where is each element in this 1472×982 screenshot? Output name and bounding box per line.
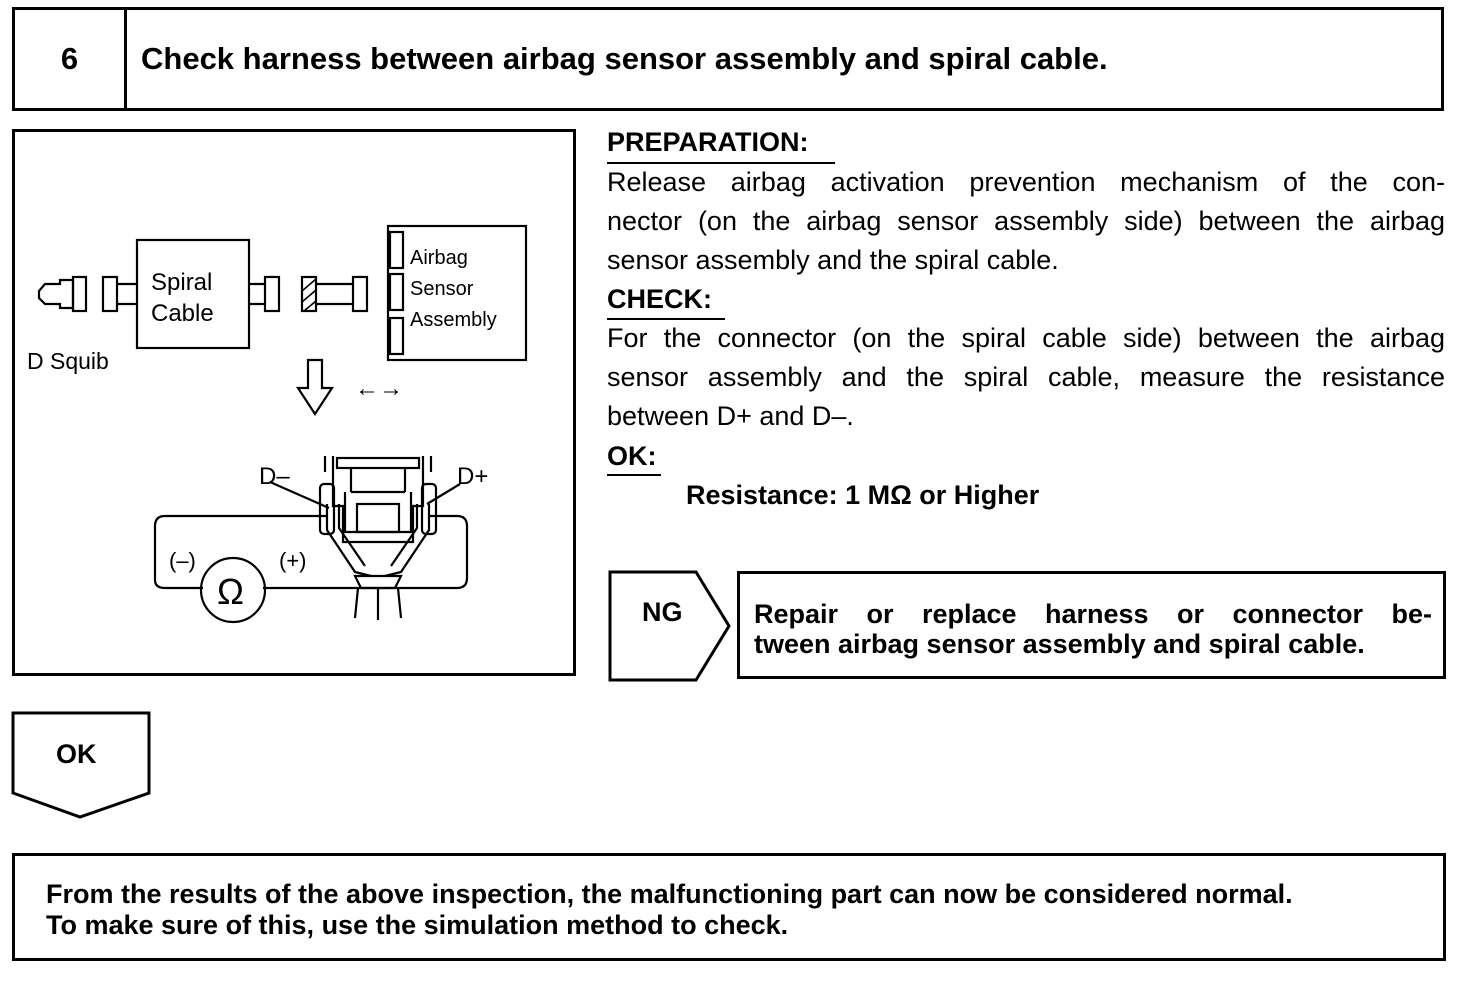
d-minus-label: D– bbox=[259, 463, 290, 490]
ok-heading: OK: bbox=[607, 441, 657, 471]
preparation-underline bbox=[607, 162, 835, 164]
ng-action-box: Repair or replace harness or connector b… bbox=[737, 571, 1446, 679]
spiral-cable-box bbox=[135, 238, 251, 350]
d-squib-label: D Squib bbox=[27, 348, 109, 374]
ok-branch-shape bbox=[11, 711, 151, 819]
ohm-symbol: Ω bbox=[217, 571, 244, 612]
step-number: 6 bbox=[15, 10, 127, 108]
ng-action-line2: tween airbag sensor assembly and spiral … bbox=[754, 629, 1365, 659]
ohmmeter-icon bbox=[199, 556, 267, 624]
connector-diagram: Spiral Cable D Squib Airbag Sensor Assem… bbox=[27, 224, 528, 624]
ng-arrow-shape bbox=[608, 570, 731, 682]
conclusion-box: From the results of the above inspection… bbox=[12, 853, 1446, 961]
d-plus-label: D+ bbox=[457, 463, 488, 490]
check-underline bbox=[607, 318, 725, 320]
airbag-label-3: Assembly bbox=[410, 309, 497, 331]
plus-label: (+) bbox=[279, 548, 307, 573]
d-squib-connector-icon bbox=[37, 278, 75, 310]
ok-underline bbox=[607, 474, 661, 476]
conclusion-line1: From the results of the above inspection… bbox=[46, 879, 1293, 909]
wiring-figure: Spiral Cable D Squib Airbag Sensor Assem… bbox=[12, 129, 576, 676]
spiral-cable-label-2: Cable bbox=[151, 300, 214, 327]
spiral-cable-label: Spiral bbox=[151, 269, 212, 296]
step-title: Check harness between airbag sensor asse… bbox=[141, 41, 1108, 76]
check-text: For the connector (on the spiral cable s… bbox=[607, 323, 1445, 431]
airbag-label-2: Sensor bbox=[410, 278, 474, 300]
minus-label: (–) bbox=[169, 548, 196, 573]
step-header: 6 Check harness between airbag sensor as… bbox=[12, 7, 1444, 111]
slide-arrows-icon: ←→ bbox=[355, 375, 403, 402]
conclusion-line2: To make sure of this, use the simulation… bbox=[46, 910, 789, 940]
check-heading: CHECK: bbox=[607, 284, 712, 314]
ok-branch-label: OK bbox=[56, 739, 97, 769]
preparation-text: Release airbag activation prevention mec… bbox=[607, 167, 1445, 275]
down-arrow-icon bbox=[295, 358, 335, 417]
airbag-sensor-box bbox=[386, 224, 528, 362]
ng-label: NG bbox=[642, 597, 683, 627]
airbag-label-1: Airbag bbox=[410, 247, 468, 269]
ng-action-line1: Repair or replace harness or connector b… bbox=[754, 599, 1432, 629]
preparation-heading: PREPARATION: bbox=[607, 127, 809, 157]
hatched-connector-icon bbox=[300, 275, 318, 313]
resistance-spec: Resistance: 1 MΩ or Higher bbox=[686, 480, 1040, 510]
